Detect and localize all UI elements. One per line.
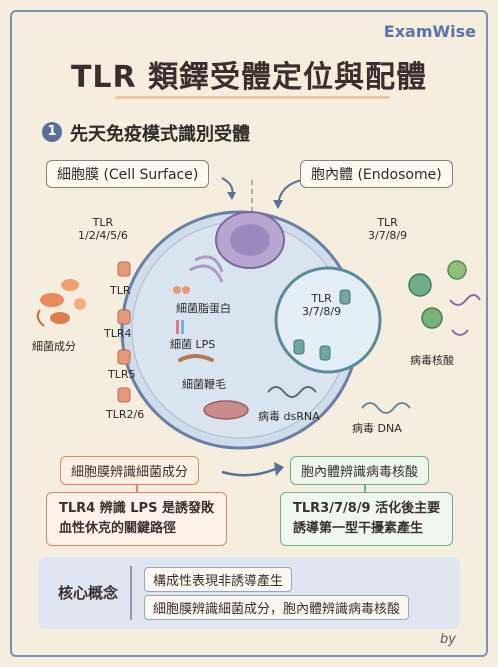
dsrna-label: 病毒 dsRNA	[258, 410, 320, 423]
golgi	[194, 255, 224, 273]
tlr-receptor	[117, 261, 131, 403]
lipoprotein-label: 細菌脂蛋白	[176, 302, 231, 315]
endosome-tag: 胞內體 (Endosome)	[300, 160, 453, 188]
cell-surface-tag: 細胞膜 (Cell Surface)	[46, 160, 210, 188]
bacteria-icon	[36, 279, 86, 327]
core-divider	[130, 566, 132, 620]
viral-nucleic-acid-label: 病毒核酸	[410, 354, 454, 367]
core-item-2: 細胞膜辨識細菌成分，胞內體辨識病毒核酸	[144, 595, 410, 620]
brand-logo: ExamWise	[383, 22, 476, 41]
section-title: 先天免疫模式識別受體	[70, 124, 250, 145]
tlr26-label: TLR2/6	[106, 408, 145, 421]
bacteria-label: 細菌成分	[32, 340, 76, 353]
dna-icon	[361, 402, 411, 414]
core-concept-label: 核心概念	[58, 584, 119, 602]
surface-summary-box: 細胞膜辨識細菌成分	[60, 456, 200, 485]
endosome-receptor	[293, 289, 351, 361]
tlr-label: TLR	[110, 284, 131, 297]
endosome-summary-box: 胞內體辨識病毒核酸	[290, 456, 430, 485]
ligand-icons	[173, 286, 214, 362]
page-frame	[10, 10, 488, 657]
section-number: 1	[42, 122, 62, 142]
dsrna-icon	[267, 386, 317, 398]
tlr4-label: TLR4	[104, 327, 132, 340]
dna-label: 病毒 DNA	[352, 422, 402, 435]
tlr5-label: TLR5	[108, 368, 136, 381]
page-title: TLR 類鐸受體定位與配體	[70, 60, 428, 95]
flow-arrow	[221, 466, 279, 477]
mitochondrion	[203, 400, 249, 420]
title-underline	[115, 96, 390, 99]
flagellin-label: 細菌鞭毛	[182, 378, 226, 391]
core-item-1: 構成性表現非誘導產生	[144, 567, 293, 592]
byline: by	[440, 632, 456, 647]
endosome-note: TLR3/7/8/9 活化後主要誘導第一型干擾素產生	[280, 492, 454, 546]
surface-note: TLR4 辨識 LPS 是誘發敗血性休克的關鍵路徑	[46, 492, 227, 546]
virus-icons	[408, 260, 481, 336]
lps-label: 細菌 LPS	[170, 338, 216, 351]
